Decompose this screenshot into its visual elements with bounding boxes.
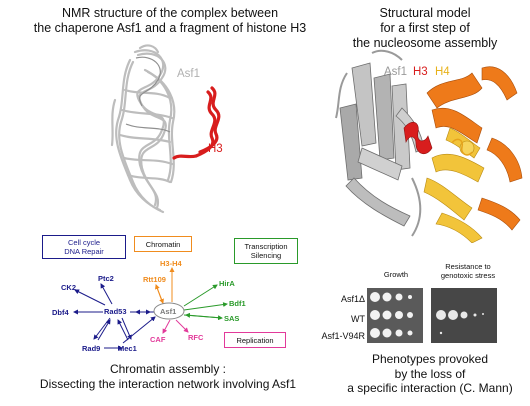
nucleosome-model-figure [335, 49, 523, 243]
network-caption: Chromatin assembly : Dissecting the inte… [28, 362, 308, 391]
yeast-plates [367, 288, 497, 343]
node-h3h4: H3-H4 [160, 259, 182, 268]
h3-orange-helices [426, 66, 523, 231]
model-title-line2: for a first step of [380, 21, 470, 35]
nmr-h3-label: H3 [208, 143, 223, 155]
asf1-bundle [110, 44, 176, 214]
resistance-spots [436, 310, 484, 335]
asf1-sheets [339, 62, 425, 227]
transcription-line2: Silencing [250, 251, 282, 260]
strain-asf1-v94r: Asf1-V94R [321, 331, 365, 341]
node-rad53: Rad53 [104, 307, 127, 316]
growth-header: Growth [383, 270, 409, 279]
model-title-line3: the nucleosome assembly [352, 36, 498, 50]
network-caption-line2: Dissecting the interaction network invol… [39, 376, 297, 391]
strain-asf1delta: Asf1Δ [340, 294, 365, 304]
model-title: Structural model for a first step of the… [340, 6, 510, 51]
h3-helix [172, 86, 221, 160]
chromatin-box-label: Chromatin [145, 239, 181, 249]
node-mec1: Mec1 [118, 344, 137, 353]
replication-box-label: Replication [236, 335, 274, 345]
nmr-title-line1: NMR structure of the complex between [61, 6, 279, 20]
node-ck2: CK2 [61, 283, 77, 292]
h3-helix-model [403, 121, 433, 155]
asf1-node-ellipse [153, 302, 185, 320]
node-bdf1: Bdf1 [229, 299, 246, 308]
node-rfc: RFC [188, 333, 204, 342]
cellcycle-line2: DNA Repair [64, 247, 104, 256]
node-dbf4: Dbf4 [52, 308, 69, 317]
node-rad9: Rad9 [82, 344, 101, 353]
node-ptc2: Ptc2 [98, 274, 114, 283]
chromatin-box: Chromatin [134, 236, 192, 252]
node-asf1: Asf1 [160, 307, 177, 316]
transcription-line1: Transcription [244, 242, 288, 251]
nmr-asf1-label: Asf1 [177, 68, 201, 80]
phenotypes-caption-line2: by the loss of [394, 366, 466, 381]
nmr-title: NMR structure of the complex between the… [20, 6, 320, 36]
node-sas: SAS [224, 314, 240, 323]
model-h3-label: H3 [413, 66, 428, 78]
model-title-line1: Structural model [379, 6, 471, 20]
cellcycle-line1: Cell cycle [67, 238, 101, 247]
node-rtt109: Rtt109 [143, 275, 166, 284]
resistance-header-line1: Resistance to [445, 262, 491, 271]
node-hira: HirA [219, 279, 235, 288]
nmr-title-line2: the chaperone Asf1 and a fragment of his… [33, 21, 307, 35]
cellcycle-box: Cell cycle DNA Repair [42, 235, 126, 259]
resistance-header-line2: genotoxic stress [440, 271, 496, 280]
model-h4-label: H4 [435, 66, 450, 78]
replication-box: Replication [224, 332, 286, 348]
phenotypes-caption-line3: a specific interaction (C. Mann) [347, 381, 513, 395]
transcription-box: Transcription Silencing [234, 238, 298, 264]
strain-wt: WT [351, 314, 365, 324]
node-caf: CAF [150, 335, 166, 344]
phenotypes-caption-line1: Phenotypes provoked [371, 352, 489, 366]
resistance-header: Resistance to genotoxic stress [428, 262, 508, 280]
nmr-structure-figure [110, 44, 221, 214]
growth-spots [370, 292, 413, 338]
model-asf1-label: Asf1 [384, 66, 408, 78]
phenotypes-caption: Phenotypes provoked by the loss of a spe… [340, 352, 520, 396]
network-caption-line1: Chromatin assembly : [109, 362, 227, 376]
